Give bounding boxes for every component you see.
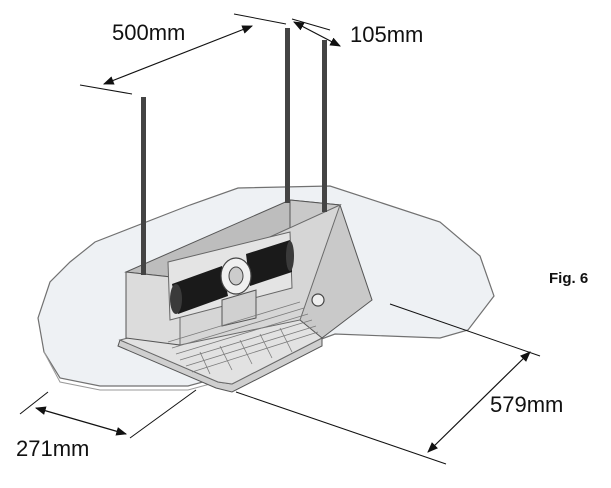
hanging-rod-middle	[285, 28, 290, 203]
dimension-arrow-579	[427, 351, 531, 453]
extension-line-271-left	[19, 391, 49, 415]
hanging-rod-left	[141, 97, 146, 275]
dimension-label-579: 579mm	[490, 392, 563, 417]
dimension-arrow-105	[293, 21, 341, 47]
glass-panel-edge	[43, 351, 211, 391]
roller-right	[246, 240, 292, 286]
extension-line-271-right	[129, 389, 197, 439]
figure-label: Fig. 6	[549, 270, 588, 287]
gear-hub-inner	[228, 266, 244, 286]
grate-lines	[167, 301, 319, 375]
roller-left	[172, 266, 228, 314]
side-knob	[311, 293, 325, 307]
extension-line-500-right	[233, 13, 287, 25]
dimension-arrow-500	[102, 25, 254, 85]
dimension-label-500: 500mm	[112, 20, 185, 45]
extension-line-500-left	[79, 84, 133, 95]
dimension-label-105: 105mm	[350, 22, 423, 47]
roller-right-cap	[286, 241, 294, 271]
dimension-label-271: 271mm	[16, 436, 89, 461]
hanging-rod-right	[322, 40, 327, 212]
dimension-arrow-271	[34, 406, 128, 436]
center-bracket	[221, 289, 257, 327]
roller-left-cap	[170, 284, 182, 314]
extension-line-579-top	[389, 303, 541, 357]
extension-line-579-bottom	[235, 391, 447, 465]
